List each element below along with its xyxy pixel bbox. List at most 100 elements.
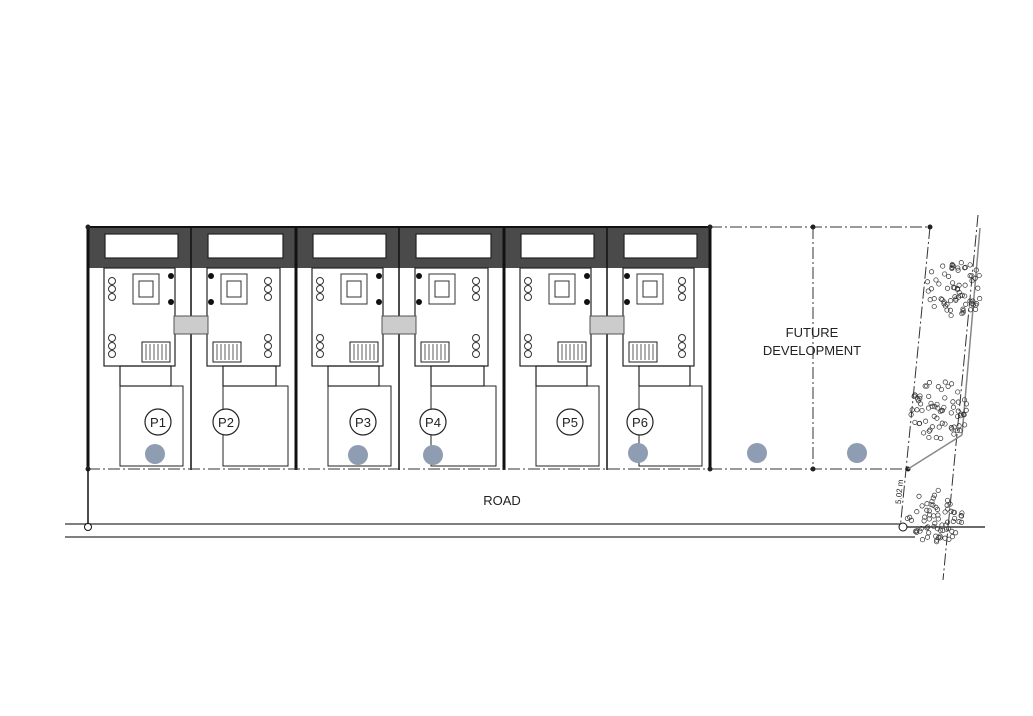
chair	[108, 334, 116, 342]
plot-labels: P1 P2 P3 P4 P5 P6	[144, 408, 654, 436]
plot-label-p5: P5	[562, 415, 578, 430]
tree-leaf	[958, 513, 965, 519]
staircase	[420, 341, 450, 363]
tree-leaf	[921, 518, 927, 524]
column	[208, 273, 214, 279]
chair	[264, 285, 272, 293]
tree-leaf	[908, 412, 914, 418]
dining-table	[636, 273, 664, 305]
parking-marker	[145, 444, 165, 464]
tree-leaf	[959, 519, 965, 525]
tree-leaf	[912, 419, 918, 425]
tree-leaf	[924, 383, 930, 389]
column	[208, 299, 214, 305]
tree-leaf	[950, 399, 956, 405]
tree-leaf	[919, 537, 926, 543]
staircase	[349, 341, 379, 363]
chair	[678, 350, 686, 358]
staircase	[628, 341, 658, 363]
staircase	[212, 341, 242, 363]
tree-leaf	[942, 421, 948, 427]
plot-label-p6: P6	[632, 415, 648, 430]
tree-leaf	[950, 404, 957, 410]
tree-leaf	[919, 407, 925, 414]
tree-leaf	[938, 386, 944, 393]
tree-leaf	[948, 298, 954, 304]
tree-leaf	[918, 401, 924, 407]
plot-label-p2: P2	[218, 415, 234, 430]
tree-leaf	[942, 509, 948, 515]
tree-leaf	[953, 530, 959, 536]
dining-table	[428, 273, 456, 305]
tree-leaf	[924, 507, 930, 513]
chair	[472, 277, 480, 285]
tree-leaf	[963, 407, 969, 413]
tree-leaf	[926, 530, 932, 536]
chair	[108, 350, 116, 358]
tree-leaf	[944, 502, 950, 508]
rear-window	[415, 233, 492, 259]
tree-leaf	[926, 508, 932, 514]
parking-markers	[145, 443, 867, 465]
tree-leaf	[933, 435, 939, 441]
column	[168, 299, 174, 305]
chair	[316, 277, 324, 285]
tree-leaf	[929, 498, 935, 505]
parking-marker	[423, 445, 443, 465]
chair	[524, 277, 532, 285]
tree-leaf	[918, 525, 924, 532]
road-label: ROAD	[483, 493, 521, 508]
tree-leaf	[921, 430, 927, 436]
plot-label-p4: P4	[425, 415, 441, 430]
carport	[327, 385, 392, 467]
tree-leaf	[929, 403, 935, 409]
tree-leaf	[962, 422, 968, 428]
entry-block	[222, 365, 277, 387]
table-top	[434, 280, 450, 298]
tree-leaf	[944, 307, 950, 313]
tree-leaf	[926, 434, 932, 441]
tree-leaf	[948, 312, 954, 319]
chair	[524, 342, 532, 350]
chair	[472, 334, 480, 342]
staircase	[141, 341, 171, 363]
future-development-label: DEVELOPMENT	[763, 343, 861, 358]
tree-leaf	[952, 294, 958, 300]
tree-leaf	[922, 514, 928, 520]
tree-leaf	[937, 527, 943, 533]
tree-leaf	[951, 509, 957, 515]
chair	[108, 293, 116, 301]
chair	[316, 334, 324, 342]
chair	[264, 334, 272, 342]
tree-leaf	[931, 492, 937, 498]
tree-leaf	[958, 260, 964, 266]
tree-leaf	[975, 285, 981, 291]
dimension-label: 5.02 m	[894, 479, 905, 504]
tree-leaf	[948, 508, 954, 514]
chair	[678, 285, 686, 293]
tree-leaf	[925, 524, 931, 530]
table-top	[226, 280, 242, 298]
townhouse-unit	[311, 233, 392, 467]
chair	[108, 342, 116, 350]
parking-marker	[847, 443, 867, 463]
tree-leaf	[970, 298, 976, 304]
tree-leaf	[959, 311, 965, 317]
tree-leaf	[938, 296, 944, 302]
tree-leaf	[949, 262, 955, 268]
tree-leaf	[956, 282, 962, 288]
chair	[316, 342, 324, 350]
tree-leaf	[949, 381, 955, 387]
tree-leaf	[961, 412, 967, 418]
courtyard-paving	[589, 315, 625, 335]
chair	[264, 350, 272, 358]
tree-leaf	[939, 522, 945, 528]
tree-leaf	[935, 516, 941, 522]
dining-table	[220, 273, 248, 305]
tree-leaf	[937, 408, 943, 415]
chair	[108, 277, 116, 285]
tree-leaf	[953, 297, 959, 303]
tree-leaf	[963, 401, 969, 407]
tree-leaf	[919, 503, 925, 509]
